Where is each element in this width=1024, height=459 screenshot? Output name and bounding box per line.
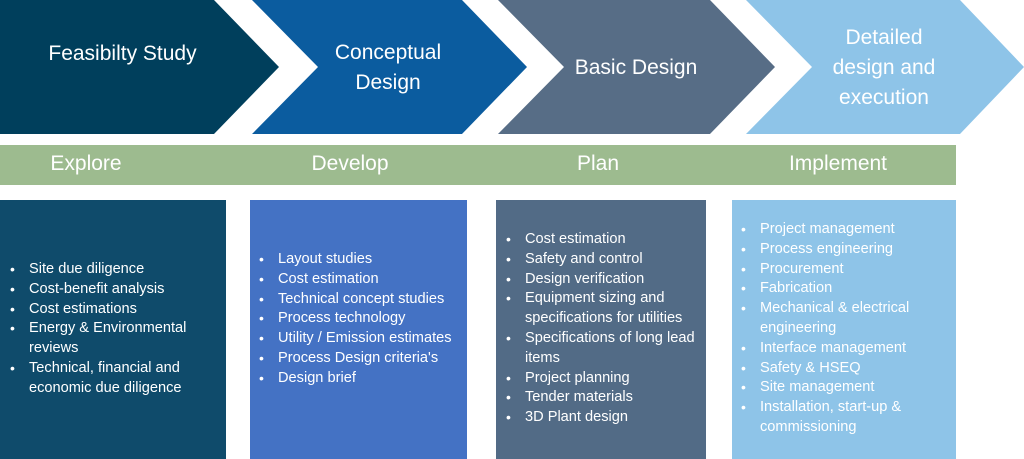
list-item: Project management — [741, 220, 953, 240]
stage-title-conceptual-design: Conceptual Design — [334, 41, 442, 94]
phase-label-plan: Plan — [576, 152, 620, 175]
box-plan: Cost estimationSafety and controlDesign … — [496, 200, 706, 459]
list-item: Procurement — [741, 260, 953, 280]
chevron-basic-design — [498, 0, 775, 134]
list-item: Tender materials — [506, 388, 704, 408]
box-implement: Project managementProcess engineeringPro… — [732, 200, 956, 459]
list-item: Safety and control — [506, 250, 704, 270]
list-item: Cost estimation — [506, 230, 704, 250]
list-item: Technical, financial and economic due di… — [10, 359, 220, 399]
list-item: Cost estimation — [259, 270, 463, 290]
plan-list: Cost estimationSafety and controlDesign … — [506, 230, 704, 428]
list-item: Energy & Environmental reviews — [10, 319, 220, 359]
list-item: Layout studies — [259, 250, 463, 270]
list-item: Site management — [741, 378, 953, 398]
list-item: Fabrication — [741, 279, 953, 299]
phase-label-explore: Explore — [50, 152, 122, 175]
chevron-conceptual-design — [252, 0, 527, 134]
list-item: Equipment sizing and specifications for … — [506, 289, 704, 329]
list-item: Cost-benefit analysis — [10, 280, 220, 300]
list-item: Safety & HSEQ — [741, 359, 953, 379]
explore-list: Site due diligenceCost-benefit analysisC… — [10, 260, 220, 399]
develop-list: Layout studiesCost estimationTechnical c… — [259, 250, 463, 389]
list-item: Design verification — [506, 270, 704, 290]
list-item: Process technology — [259, 309, 463, 329]
list-item: Cost estimations — [10, 300, 220, 320]
list-item: Installation, start-up & commissioning — [741, 398, 953, 438]
list-item: Interface management — [741, 339, 953, 359]
implement-list: Project managementProcess engineeringPro… — [741, 220, 953, 438]
list-item: Design brief — [259, 369, 463, 389]
list-item: Process engineering — [741, 240, 953, 260]
phase-label-implement: Implement — [788, 152, 888, 175]
list-item: Utility / Emission estimates — [259, 329, 463, 349]
box-develop: Layout studiesCost estimationTechnical c… — [250, 200, 467, 459]
list-item: Site due diligence — [10, 260, 220, 280]
process-chevrons — [0, 0, 1024, 134]
stage-title-basic-design: Basic Design — [574, 56, 698, 79]
chevron-detailed-design — [746, 0, 1024, 134]
list-item: 3D Plant design — [506, 408, 704, 428]
list-item: Project planning — [506, 369, 704, 389]
phase-bar — [0, 145, 956, 185]
list-item: Technical concept studies — [259, 290, 463, 310]
chevron-feasibility-study — [0, 0, 279, 134]
box-explore: Site due diligenceCost-benefit analysisC… — [0, 200, 226, 459]
phase-label-develop: Develop — [311, 152, 389, 175]
list-item: Mechanical & electrical engineering — [741, 299, 953, 339]
stage-title-detailed-design: Detailed design and execution — [832, 26, 936, 109]
list-item: Specifications of long lead items — [506, 329, 704, 369]
list-item: Process Design criteria's — [259, 349, 463, 369]
stage-title-feasibility: Feasibilty Study — [48, 42, 197, 65]
